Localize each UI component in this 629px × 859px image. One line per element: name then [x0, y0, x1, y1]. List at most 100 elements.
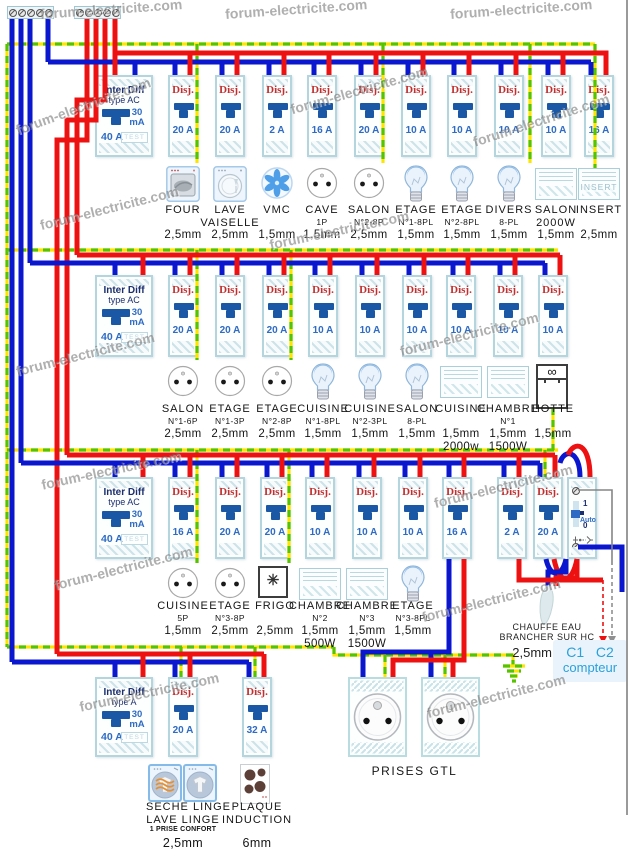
circuit-breaker: Disj.10 A — [541, 75, 571, 157]
hatch-top — [497, 279, 519, 286]
breaker-rating: 16 A — [588, 125, 610, 136]
terminal-screw-icon — [9, 8, 17, 17]
hatch-bottom — [219, 141, 241, 153]
circuit-sub: 1P — [316, 217, 328, 227]
test-button: TEST — [121, 132, 148, 143]
interdiff-toggle — [102, 309, 130, 317]
circuit-breaker: Disj.16 A — [307, 75, 337, 157]
hatch-top — [451, 79, 473, 86]
circuit-sub: N°2-3PL — [352, 416, 388, 426]
circuit-name: CUISINE — [157, 600, 209, 612]
hatch-top — [405, 79, 427, 86]
fan-icon — [260, 166, 294, 205]
hatch-bottom — [545, 141, 567, 153]
circuit-sub: 8-PL — [499, 217, 519, 227]
contactor-pos-on: 1 — [583, 499, 588, 508]
power-rating: 1500W — [347, 638, 387, 650]
phase-terminal-block — [74, 6, 121, 19]
breaker-toggle — [174, 705, 194, 712]
heater-lines-icon — [491, 370, 525, 382]
circuit-name: FRIGO — [255, 600, 295, 612]
disj-label: Disj. — [405, 84, 427, 96]
breaker-rating: 20 A — [537, 527, 559, 538]
breaker-toggle-stem — [504, 310, 513, 318]
inter-diff-rating: 40 A — [101, 533, 123, 545]
socket-icon — [213, 566, 247, 605]
hatch-bottom — [359, 341, 381, 353]
power-rating: 1500W — [488, 441, 528, 453]
hatch-top — [450, 279, 472, 286]
circuit-breaker: Disj.20 A — [215, 275, 245, 357]
disj-label: Disj. — [359, 284, 381, 296]
test-button: TEST — [121, 732, 148, 743]
circuit-name: ETAGE — [256, 403, 298, 415]
breaker-toggle — [547, 103, 567, 110]
breaker-rating: 10 A — [312, 325, 334, 336]
terminal-screw-icon — [112, 8, 120, 17]
circuit-breaker: Disj.10 A — [305, 477, 335, 559]
breaker-toggle-stem — [366, 310, 375, 318]
phase-wire — [64, 14, 99, 455]
prises-gtl-label: PRISES GTL — [371, 764, 458, 778]
breaker-rating: 10 A — [450, 325, 472, 336]
disj-label: Disj. — [266, 84, 288, 96]
heater-lines-icon — [582, 172, 616, 184]
breaker-rating: 10 A — [497, 325, 519, 336]
circuit-name: CAVE — [305, 204, 339, 216]
socket-icon — [166, 566, 200, 605]
breaker-rating: 20 A — [264, 527, 286, 538]
hatch-top — [99, 681, 149, 688]
bulb-icon — [400, 164, 432, 211]
circuit-name: SALON — [161, 403, 205, 415]
hatch-bottom — [172, 341, 194, 353]
dishwasher-icon — [213, 166, 247, 207]
hatch-top — [402, 481, 424, 488]
circuit-name: CUISINE — [297, 403, 349, 415]
breaker-toggle-stem — [595, 110, 604, 118]
wire-section: 2,5mm — [211, 428, 249, 440]
disj-label: Disj. — [446, 486, 468, 498]
heater-lines-icon — [539, 172, 573, 184]
circuit-name: LAVE — [214, 204, 246, 216]
circuit-breaker: Disj.10 A — [402, 275, 432, 357]
meter-c1: C1 — [566, 644, 585, 660]
circuit-sub: LAVE LINGE — [146, 814, 220, 826]
disj-label: Disj. — [356, 486, 378, 498]
breaker-rating: 10 A — [402, 527, 424, 538]
hatch-bottom — [312, 341, 334, 353]
breaker-rating: 20 A — [219, 325, 241, 336]
circuit-breaker: Disj.10 A — [401, 75, 431, 157]
breaker-toggle-stem — [505, 110, 514, 118]
breaker-rating: 20 A — [219, 125, 241, 136]
breaker-rating: 16 A — [172, 527, 194, 538]
circuit-breaker: Disj.10 A — [355, 275, 385, 357]
breaker-toggle-stem — [319, 310, 328, 318]
circuit-sub: N°2 — [312, 613, 328, 623]
hatch-top — [501, 481, 523, 488]
breaker-toggle — [452, 303, 472, 310]
heater-hatch-icon — [350, 586, 384, 596]
wire-section: 2,5mm — [211, 229, 249, 241]
terminal-screw-icon — [27, 8, 35, 17]
heater-hatch-icon — [303, 586, 337, 596]
power-rating: 2000w — [443, 441, 479, 453]
wire-section: 1,5mm — [303, 229, 341, 241]
breaker-toggle — [407, 103, 427, 110]
disj-label: Disj. — [451, 84, 473, 96]
hatch-top — [219, 279, 241, 286]
power-rating: 500W — [304, 638, 336, 650]
breaker-rating: 20 A — [172, 325, 194, 336]
breaker-rating: 20 A — [172, 125, 194, 136]
bulb-icon — [446, 164, 478, 211]
wire-section: 1,5mm — [304, 428, 342, 440]
breaker-toggle-stem — [316, 512, 325, 520]
disj-label: Disj. — [450, 284, 472, 296]
wire-section: 1,5mm — [348, 625, 386, 637]
breaker-toggle-stem — [549, 310, 558, 318]
